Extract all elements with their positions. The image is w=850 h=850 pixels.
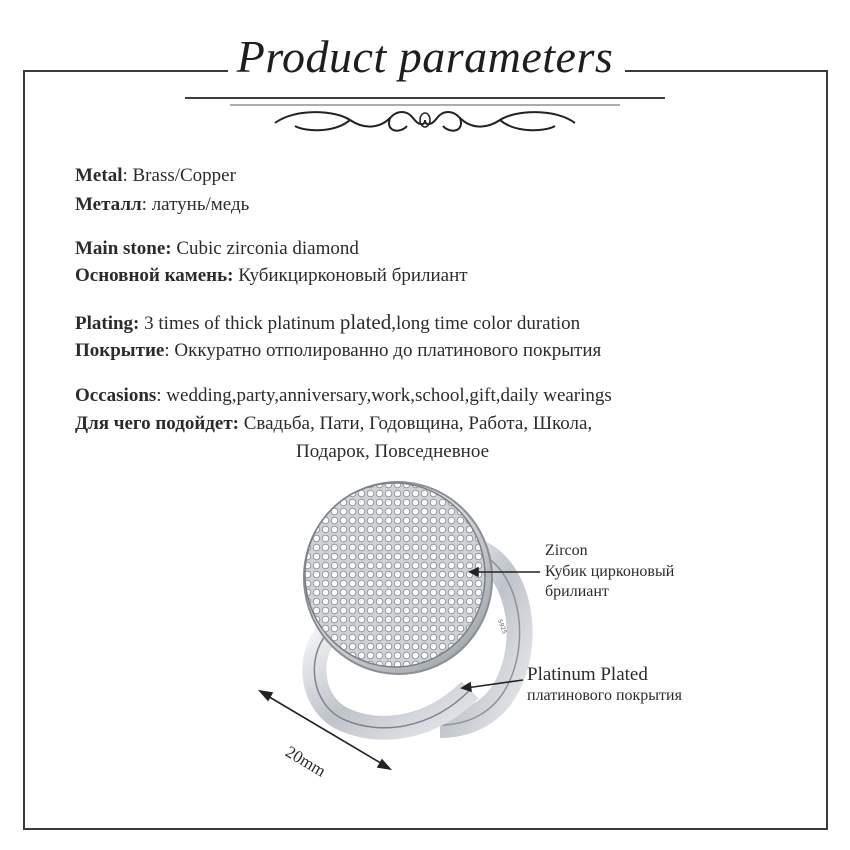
occasions-value-ru: Свадьба, Пати, Годовщина, Работа, Школа,: [238, 413, 593, 434]
plating-key-ru: Покрытие: [75, 340, 165, 361]
occasions-value-en: : wedding,party,anniversary,work,school,…: [156, 385, 612, 406]
page-title: Product parameters: [236, 31, 614, 82]
stone-value-ru: Кубикцирконовый брилиант: [233, 265, 468, 286]
plating-value-ru: : Оккуратно отполированно до платинового…: [164, 340, 602, 361]
plating-ru: Покрытие: Оккуратно отполированно до пла…: [75, 337, 601, 364]
frame-bottom: [23, 828, 828, 830]
frame-top-left: [23, 70, 228, 72]
callout-plated-en: Platinum Plated: [527, 664, 648, 685]
frame-left: [23, 70, 25, 829]
stone-key-en: Main stone:: [75, 238, 172, 259]
metal-key-en: Metal: [75, 165, 123, 186]
plating-value-en-tail: ,long time color duration: [391, 313, 581, 334]
occasions-en: Occasions: wedding,party,anniversary,wor…: [75, 382, 612, 409]
metal-ru: Металл: латунь/медь: [75, 191, 249, 218]
metal-value-ru: : латунь/медь: [141, 194, 250, 215]
stone-value-en: Cubic zirconia diamond: [171, 238, 359, 259]
metal-en: Metal: Brass/Copper: [75, 162, 236, 189]
callout-zircon-en: Zircon: [545, 542, 588, 559]
occasions-value-ru-2: Подарок, Повседневное: [296, 441, 490, 462]
stone-key-ru: Основной камень:: [75, 265, 234, 286]
plating-key-en: Plating:: [75, 313, 140, 334]
callout-plated-ru: платинового покрытия: [527, 687, 682, 704]
ring-stamp: S925: [496, 618, 508, 635]
stone-ru: Основной камень: Кубикцирконовый брилиан…: [75, 262, 468, 289]
plating-value-en-big: plated: [339, 310, 392, 334]
plating-en: Plating: 3 times of thick platinum plate…: [75, 309, 580, 337]
flourish-ornament: [185, 97, 665, 132]
frame-right: [826, 70, 828, 829]
occasions-key-en: Occasions: [75, 385, 157, 406]
frame-top-right: [625, 70, 828, 72]
callout-zircon-ru-1: Кубик цирконовый: [545, 563, 675, 580]
plating-value-en: 3 times of thick platinum: [139, 313, 340, 334]
stone-en: Main stone: Cubic zirconia diamond: [75, 235, 359, 262]
callout-zircon-ru-2: брилиант: [545, 583, 609, 600]
occasions-ru: Для чего подойдет: Свадьба, Пати, Годовщ…: [75, 410, 592, 437]
metal-value-en: : Brass/Copper: [122, 165, 236, 186]
metal-key-ru: Металл: [75, 194, 142, 215]
occasions-key-ru: Для чего подойдет:: [75, 413, 239, 434]
ring-image: S925: [293, 480, 533, 740]
